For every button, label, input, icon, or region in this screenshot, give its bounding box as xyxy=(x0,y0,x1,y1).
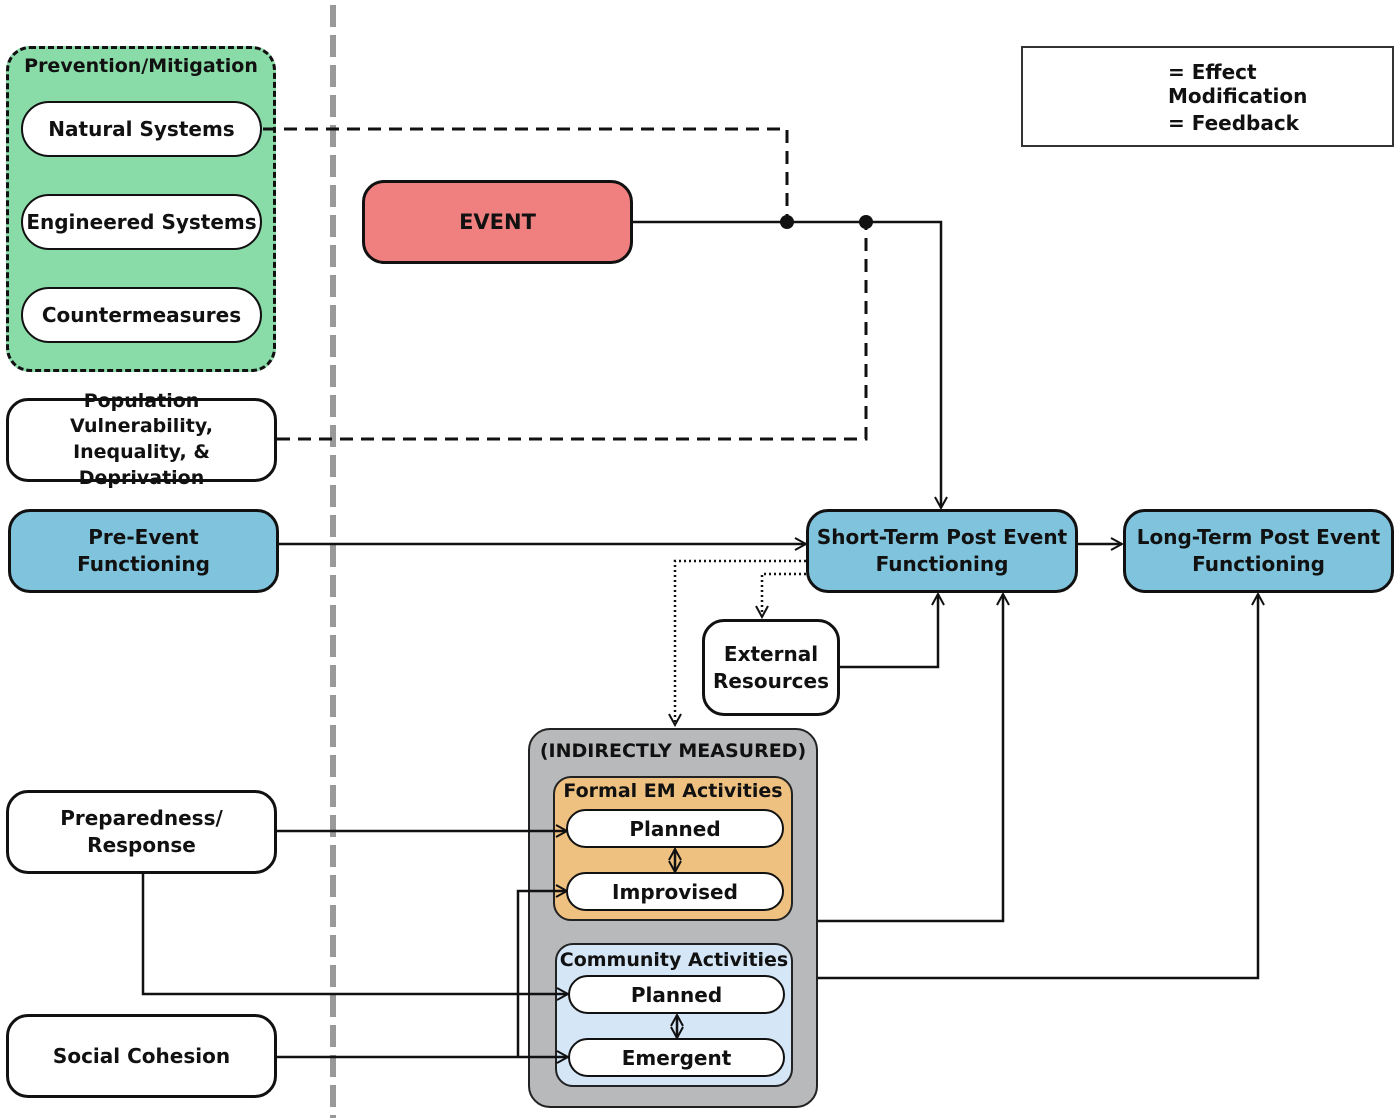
social-cohesion-node: Social Cohesion xyxy=(6,1014,277,1098)
legend-feedback: = Feedback xyxy=(1168,111,1299,135)
community-planned-node: Planned xyxy=(568,975,785,1014)
long-term-functioning-node: Long-Term Post Event Functioning xyxy=(1123,509,1394,593)
natural-systems-modifier-line xyxy=(263,127,789,222)
indirectly-measured-title: (INDIRECTLY MEASURED) xyxy=(539,740,807,762)
pre-event-functioning-node: Pre-Event Functioning xyxy=(8,509,279,593)
feedback-to-indirect-line xyxy=(675,559,806,725)
formal-em-title: Formal EM Activities xyxy=(563,780,783,802)
event-to-short-term-line xyxy=(632,220,941,508)
formal-planned-node: Planned xyxy=(566,809,784,848)
effect-modification-dot xyxy=(780,215,794,229)
short-term-functioning-node: Short-Term Post Event Functioning xyxy=(806,509,1078,593)
natural-systems-node: Natural Systems xyxy=(21,101,262,157)
countermeasures-node: Countermeasures xyxy=(21,287,262,343)
event-node: EVENT xyxy=(362,180,633,264)
legend xyxy=(1021,46,1394,147)
engineered-systems-node: Engineered Systems xyxy=(21,194,262,250)
effect-modification-dot xyxy=(859,215,873,229)
formal-improvised-node: Improvised xyxy=(566,872,784,911)
community-activities-title: Community Activities xyxy=(559,949,789,971)
legend-effect-modification: = Effect Modification xyxy=(1168,60,1308,108)
prevention-title: Prevention/Mitigation xyxy=(24,55,258,77)
formal-to-short-term-line xyxy=(818,594,1003,923)
preparedness-response-node: Preparedness/ Response xyxy=(6,790,277,874)
external-to-short-term-line xyxy=(840,594,938,669)
preparedness-to-community-planned-line xyxy=(141,874,568,994)
external-resources-node: External Resources xyxy=(702,619,840,716)
community-emergent-node: Emergent xyxy=(568,1038,785,1077)
population-vulnerability-node: Population Vulnerability, Inequality, & … xyxy=(6,390,277,489)
population-modifier-line xyxy=(277,222,868,441)
social-cohesion-to-improvised-line xyxy=(516,891,567,1057)
feedback-to-external-line xyxy=(762,572,806,617)
community-to-long-term-line xyxy=(818,594,1258,980)
